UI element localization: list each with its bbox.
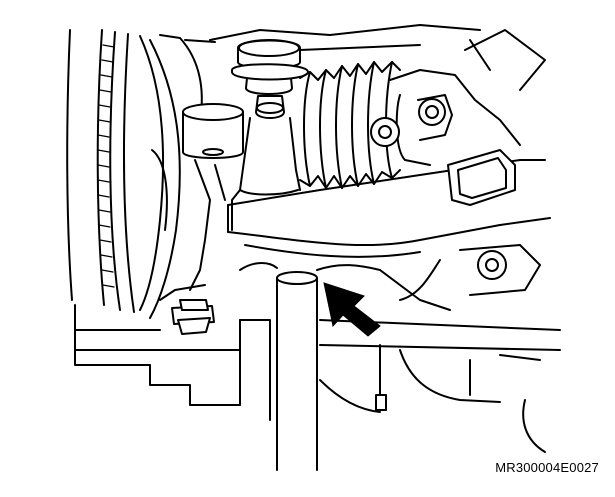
lower-nut xyxy=(159,284,215,335)
mount-bracket xyxy=(370,69,521,166)
arrow-icon xyxy=(323,282,381,337)
lower-control-arm xyxy=(227,149,551,258)
support-rod xyxy=(239,262,381,471)
steering-knuckle xyxy=(189,117,301,291)
rear-bushing xyxy=(379,244,541,311)
stabilizer-bushing xyxy=(182,103,244,159)
figure-code: MR300004E0027 xyxy=(495,460,599,475)
subframe xyxy=(74,304,561,453)
steering-boot xyxy=(299,61,401,189)
tie-rod-end xyxy=(231,39,309,119)
upper-frame xyxy=(209,24,546,91)
brake-rotor xyxy=(66,29,216,319)
